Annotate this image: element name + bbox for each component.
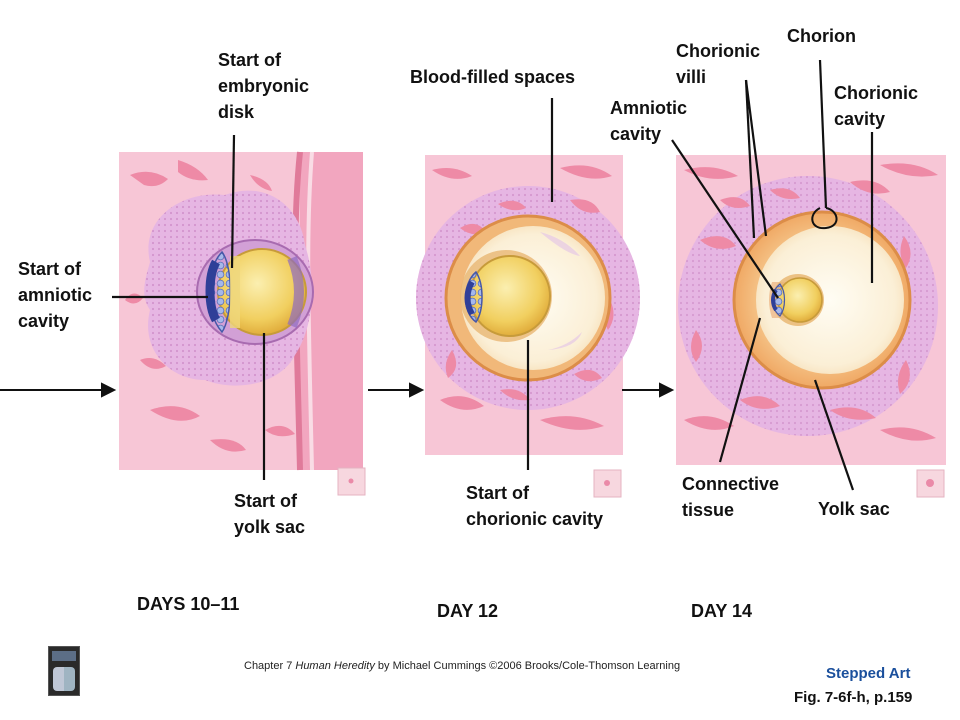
label-start-amniotic-cavity: Start of amniotic cavity [18, 259, 93, 331]
stepped-art-label: Stepped Art [826, 665, 911, 682]
panel-days-10-11 [119, 151, 363, 471]
thumbnail-icons [337, 467, 945, 498]
label-yolk-sac: Yolk sac [818, 499, 890, 519]
label-chorionic-cavity: Chorionic cavity [834, 83, 918, 129]
label-amniotic-cavity: Amniotic cavity [610, 98, 688, 144]
stage-title-day-14: DAY 14 [691, 601, 753, 621]
stage-title-day-12: DAY 12 [437, 601, 499, 621]
footer-credit: Chapter 7 Human Heredity by Michael Cumm… [244, 660, 681, 672]
label-start-chorionic-cavity: Start of chorionic cavity [466, 483, 604, 529]
panel-day-12 [416, 155, 640, 455]
panel-day-14 [676, 155, 946, 465]
stage-arrows [0, 382, 675, 398]
label-start-embryonic-disk: Start of embryonic disk [218, 50, 310, 122]
label-chorionic-villi: Chorionic villi [676, 41, 760, 87]
leader-lines [112, 59, 874, 491]
book-cover-icon [48, 646, 80, 696]
label-blood-filled-spaces: Blood-filled spaces [410, 67, 576, 87]
label-connective-tissue: Connective tissue [682, 474, 780, 520]
figure-reference: Fig. 7-6f-h, p.159 [794, 689, 913, 706]
stage-title-days-10-11: DAYS 10–11 [137, 594, 240, 614]
label-chorion: Chorion [787, 26, 856, 46]
label-start-yolk-sac: Start of yolk sac [234, 491, 306, 537]
